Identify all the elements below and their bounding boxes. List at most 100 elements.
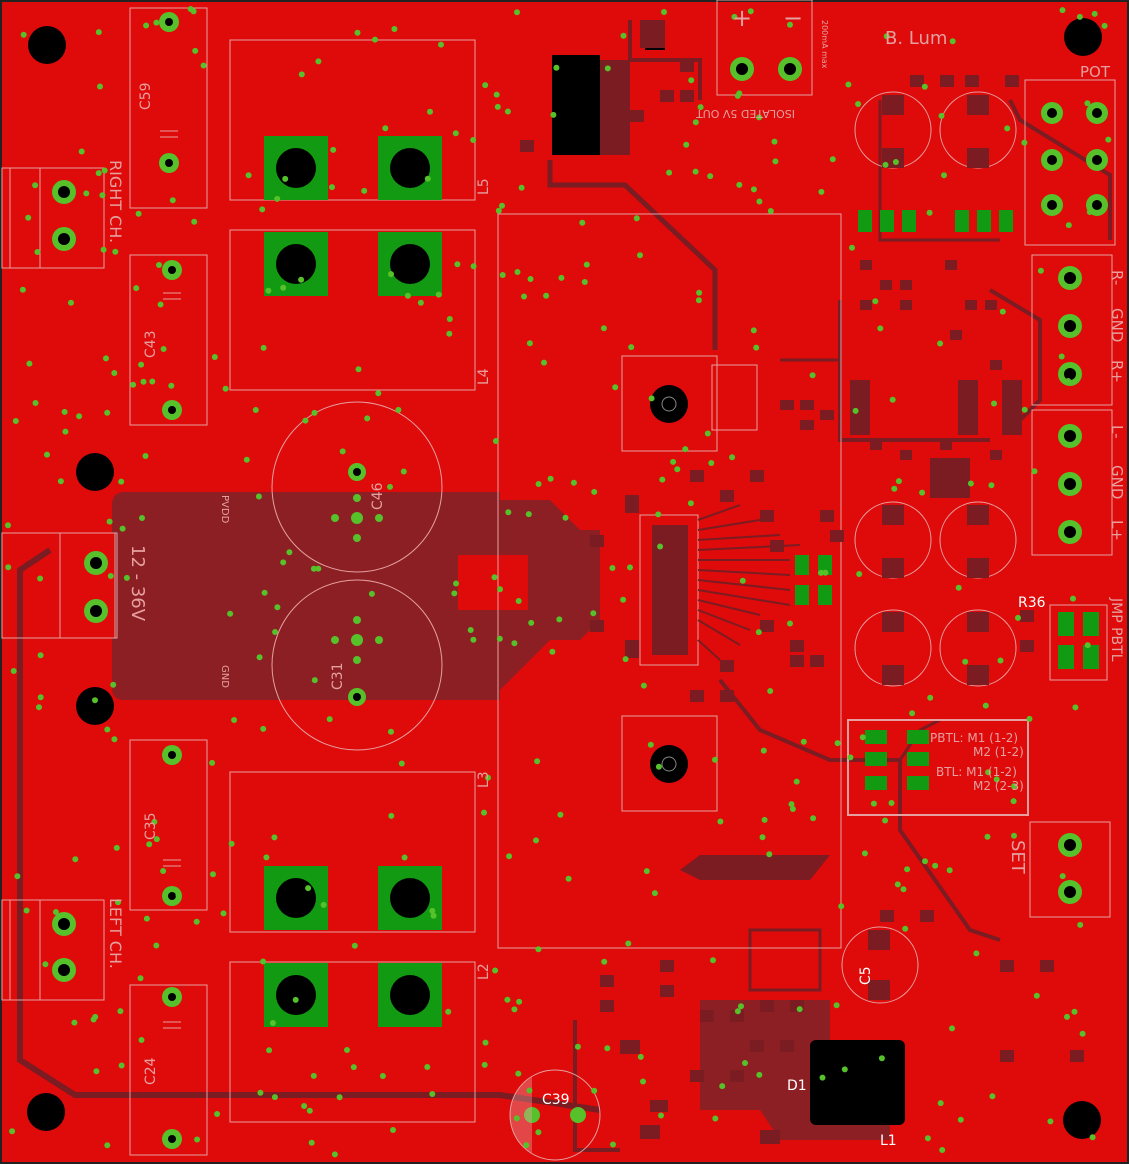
via xyxy=(955,584,962,591)
via xyxy=(1033,992,1040,999)
via xyxy=(298,71,305,78)
via xyxy=(891,485,898,492)
output-caps xyxy=(841,91,1017,1004)
via xyxy=(1021,406,1028,413)
label-r-plus: R+ xyxy=(1108,360,1126,383)
via xyxy=(565,875,572,882)
via xyxy=(1086,209,1093,215)
label-l3: L3 xyxy=(476,771,492,788)
via xyxy=(272,629,279,635)
via xyxy=(118,1062,125,1069)
via xyxy=(310,1072,317,1079)
via xyxy=(922,858,928,865)
via xyxy=(900,886,907,893)
via xyxy=(430,912,437,919)
via xyxy=(482,1039,489,1046)
via xyxy=(387,483,393,490)
via xyxy=(388,728,394,735)
via xyxy=(72,856,79,863)
via xyxy=(156,262,162,268)
via xyxy=(329,184,335,191)
via xyxy=(26,360,33,367)
via xyxy=(494,103,501,110)
via xyxy=(543,292,550,299)
via xyxy=(547,475,554,482)
via xyxy=(747,8,754,15)
label-isolated-5v: ISOLATED 5V OUT xyxy=(696,107,795,120)
via xyxy=(143,22,150,29)
via xyxy=(153,836,160,843)
label-plus: + xyxy=(732,4,752,32)
via xyxy=(326,716,333,723)
via xyxy=(123,574,130,581)
via xyxy=(855,101,862,107)
via xyxy=(600,325,607,332)
via xyxy=(787,21,793,28)
capacitor-c24 xyxy=(129,984,208,1156)
via xyxy=(787,620,793,627)
via xyxy=(707,173,714,180)
via xyxy=(541,359,547,366)
via xyxy=(446,330,453,337)
via xyxy=(210,871,216,878)
via xyxy=(882,161,889,168)
via xyxy=(336,1094,343,1101)
via xyxy=(556,616,563,623)
via xyxy=(882,817,889,824)
inductor-l4 xyxy=(229,229,476,391)
via xyxy=(446,316,453,322)
via xyxy=(637,252,643,259)
via xyxy=(683,141,690,148)
via xyxy=(292,996,299,1003)
via xyxy=(941,172,947,179)
via xyxy=(553,64,560,71)
via xyxy=(759,834,766,841)
via xyxy=(280,284,287,291)
via xyxy=(375,390,382,397)
label-c24: C24 xyxy=(143,1057,159,1085)
via xyxy=(767,688,774,694)
via xyxy=(1091,10,1098,17)
via xyxy=(470,636,477,643)
via xyxy=(946,867,953,874)
speaker-terminal-right xyxy=(1031,254,1113,406)
via xyxy=(939,1147,946,1153)
via xyxy=(20,31,27,38)
via xyxy=(696,289,703,296)
via xyxy=(140,378,147,385)
via xyxy=(845,81,852,88)
via xyxy=(583,261,590,268)
via xyxy=(151,818,158,825)
mode-jumper-block xyxy=(847,719,1029,816)
via xyxy=(731,13,738,20)
via xyxy=(708,460,715,466)
via xyxy=(209,759,216,766)
via xyxy=(361,187,368,194)
via xyxy=(470,263,477,270)
via xyxy=(311,409,318,416)
via xyxy=(104,726,111,733)
via xyxy=(622,656,629,663)
capacitor-c43 xyxy=(129,254,208,426)
via xyxy=(591,1087,598,1094)
via xyxy=(609,565,616,571)
via xyxy=(190,8,197,15)
via xyxy=(834,740,841,747)
via xyxy=(282,175,289,182)
via xyxy=(742,1060,748,1066)
via xyxy=(756,114,763,121)
via xyxy=(818,569,824,576)
via xyxy=(883,33,890,40)
via xyxy=(231,717,238,723)
label-pvdd: PVDD xyxy=(219,495,230,524)
via xyxy=(117,1008,124,1015)
via xyxy=(505,509,512,516)
via xyxy=(1021,139,1028,146)
via xyxy=(1010,798,1017,805)
trace-output-loop xyxy=(17,547,601,1113)
via xyxy=(265,287,272,294)
via xyxy=(354,29,361,36)
via xyxy=(513,1115,520,1122)
via xyxy=(259,206,266,213)
